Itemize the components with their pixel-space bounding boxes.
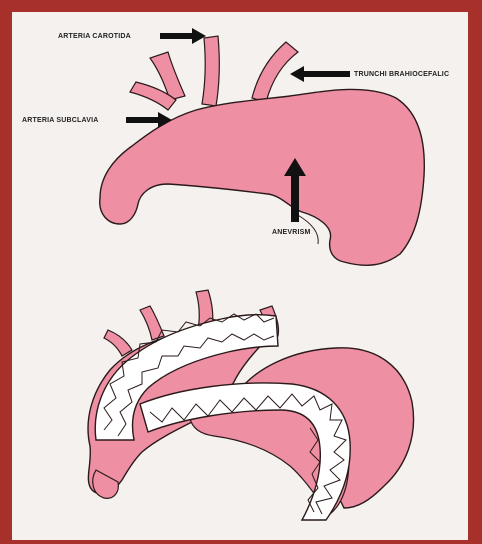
subclavian-right-arrow-icon xyxy=(290,66,350,82)
label-carotid: ARTERIA CAROTIDA xyxy=(58,33,131,40)
middle-branch-vessel xyxy=(202,36,219,106)
stub-branch-1 xyxy=(140,306,164,340)
aortic-arch xyxy=(100,89,425,265)
label-aneurysm: ANEVRISM xyxy=(272,229,311,236)
carotid-arrow-icon xyxy=(160,28,206,44)
aorta-after xyxy=(88,290,414,520)
right-branch-vessel xyxy=(252,42,298,102)
label-subclavian-right: TRUNCHI BRAHIOCEFALIC xyxy=(354,71,449,78)
label-subclavian-left: ARTERIA SUBCLAVIA xyxy=(22,117,99,124)
stub-branch-4 xyxy=(104,330,132,356)
